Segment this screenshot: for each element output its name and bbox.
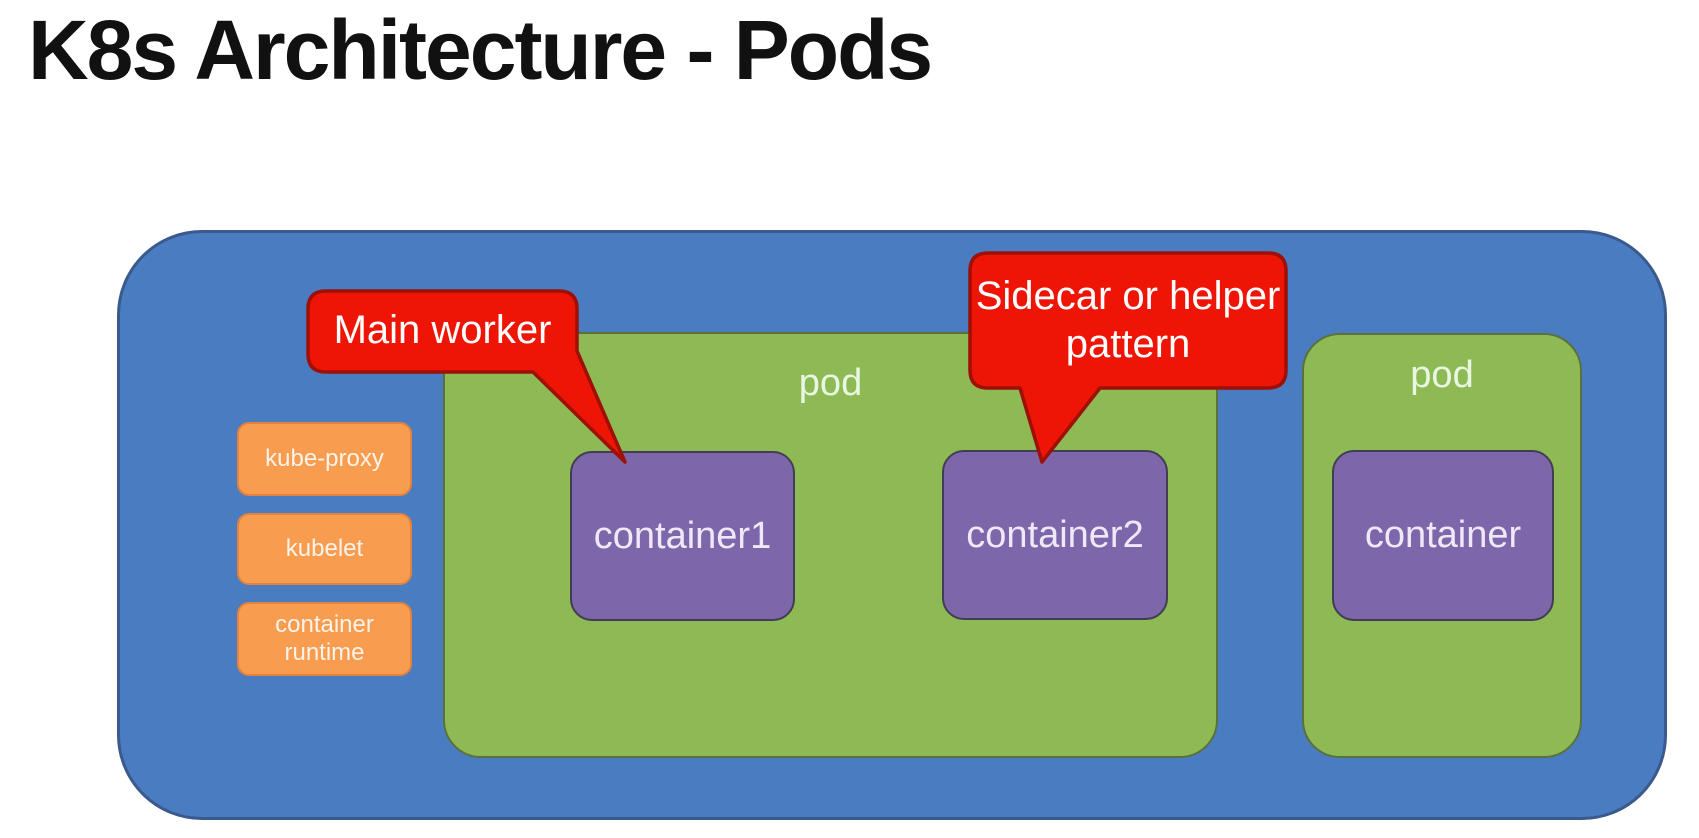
node-component-kube-proxy: kube-proxy <box>237 422 412 496</box>
callout-sidecar-bubble <box>968 251 1288 464</box>
container-2: container2 <box>942 450 1168 620</box>
container-2-label: container2 <box>966 513 1144 556</box>
node-component-kubelet: kubelet <box>237 513 412 585</box>
page-title: K8s Architecture - Pods <box>28 3 933 97</box>
node-component-container-runtime: container runtime <box>237 602 412 676</box>
component-label: kube-proxy <box>265 445 384 473</box>
container-1: container1 <box>570 451 795 621</box>
component-label: container runtime <box>275 611 374 666</box>
container-1-label: container1 <box>593 514 772 557</box>
callout-line: Sidecar or helper <box>975 274 1281 319</box>
callout-line: pattern <box>1065 321 1191 366</box>
pod-2-label: pod <box>1410 354 1474 396</box>
callout-line: Main worker <box>333 307 552 352</box>
callout-sidecar-text: Sidecar or helper pattern <box>970 253 1286 388</box>
component-label: kubelet <box>285 535 364 563</box>
container-3: container <box>1332 450 1554 621</box>
container-3-label: container <box>1364 514 1522 556</box>
speech-bubble-shape <box>968 251 1288 464</box>
callout-main-worker-text: Main worker <box>308 291 577 370</box>
pod-1-label: pod <box>798 362 863 404</box>
speech-bubble-shape <box>306 289 627 464</box>
callout-main-worker-bubble <box>306 289 627 464</box>
